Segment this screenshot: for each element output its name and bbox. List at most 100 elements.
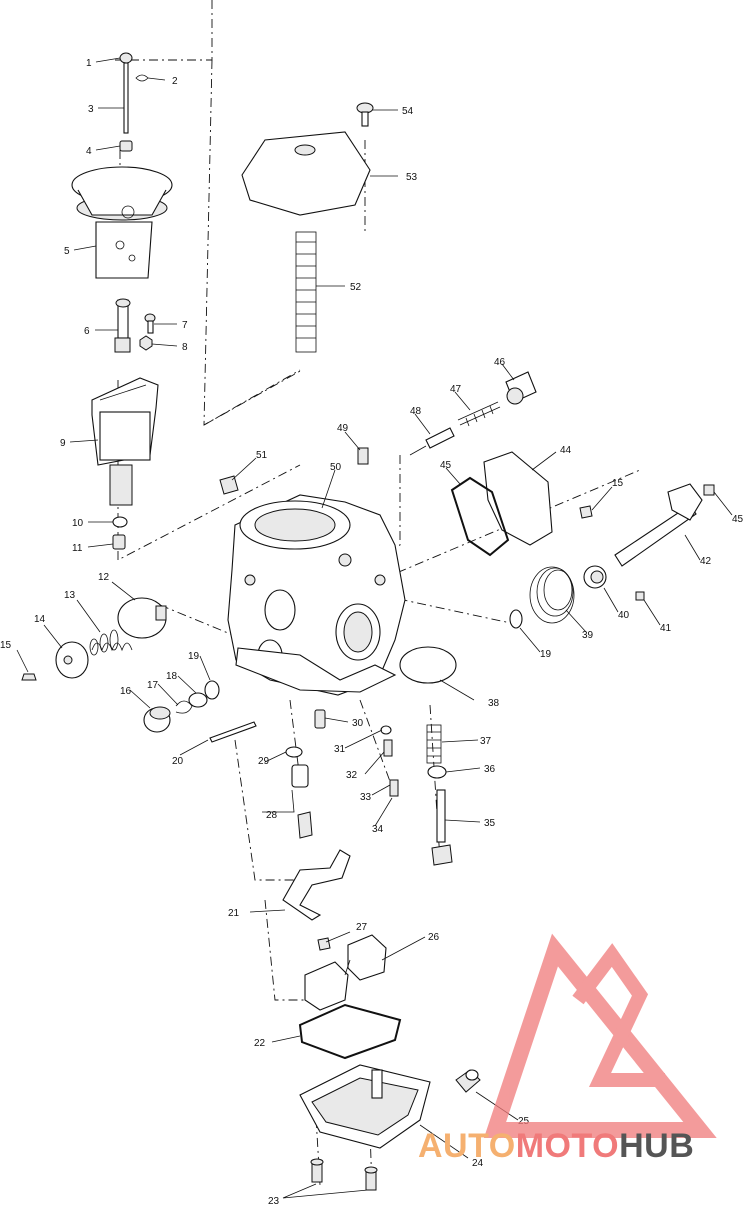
part-3-rod	[123, 62, 129, 134]
callout-24: 24	[472, 1158, 484, 1169]
callout-31: 31	[334, 744, 346, 755]
callout-33: 33	[360, 792, 372, 803]
callout-37: 37	[480, 736, 492, 747]
callout-2: 2	[172, 76, 178, 87]
part-1-cap	[119, 52, 133, 64]
part-41-screw	[635, 591, 645, 601]
callout-9: 9	[60, 438, 66, 449]
callout-25: 25	[518, 1116, 530, 1127]
part-40-bushing	[583, 565, 607, 589]
callout-39: 39	[582, 630, 594, 641]
part-51-plug	[219, 475, 239, 495]
callout-50: 50	[330, 462, 342, 473]
callout-10: 10	[72, 518, 84, 529]
callout-4: 4	[86, 146, 92, 157]
part-10-o-ring	[112, 516, 128, 528]
parts	[21, 52, 715, 1191]
callout-49: 49	[337, 423, 349, 434]
part-2-clip	[135, 74, 149, 82]
part-37-spring	[426, 724, 442, 764]
callout-35: 35	[484, 818, 496, 829]
callout-12: 12	[98, 572, 110, 583]
callout-48: 48	[410, 406, 422, 417]
callout-27: 27	[356, 922, 368, 933]
callout-38: 38	[488, 698, 500, 709]
part-24-float-bowl	[299, 1064, 431, 1149]
callout-47: 47	[450, 384, 462, 395]
callout-15-right: 15	[612, 478, 624, 489]
callout-30: 30	[352, 718, 364, 729]
callout-34: 34	[372, 824, 384, 835]
part-45-gasket	[450, 476, 510, 557]
part-4-washer	[119, 140, 133, 152]
callout-40: 40	[618, 610, 630, 621]
callout-45-left: 45	[440, 460, 452, 471]
callout-20: 20	[172, 756, 184, 767]
part-45-screw-right	[703, 484, 715, 496]
callout-14: 14	[34, 614, 46, 625]
callout-1: 1	[86, 58, 92, 69]
callout-23: 23	[268, 1196, 280, 1206]
part-25-drain-screw	[455, 1069, 481, 1093]
callout-53: 53	[406, 172, 418, 183]
part-5-diaphragm-slide	[71, 166, 173, 279]
callout-28: 28	[266, 810, 278, 821]
watermark-hub: HUB	[619, 1127, 694, 1165]
part-39-spring	[529, 566, 575, 624]
part-48-needle	[409, 427, 455, 456]
part-22-gasket	[298, 1003, 402, 1060]
part-49-jet	[357, 447, 369, 465]
part-9-slide-body	[91, 377, 159, 506]
callout-16: 16	[120, 686, 132, 697]
callout-19-left: 19	[188, 651, 200, 662]
callout-11: 11	[72, 543, 83, 554]
callout-6: 6	[84, 326, 90, 337]
part-36-washer	[427, 765, 447, 779]
callout-42: 42	[700, 556, 712, 567]
part-12-cover	[117, 597, 167, 639]
callout-26: 26	[428, 932, 440, 943]
part-13-spring	[91, 642, 133, 652]
callout-41: 41	[660, 623, 672, 634]
leader-lines	[16, 57, 733, 1199]
callout-13: 13	[64, 590, 76, 601]
part-38-diaphragm	[399, 646, 457, 684]
carburetor-body	[227, 494, 406, 696]
part-29-o-ring	[285, 746, 303, 758]
part-52-spring	[295, 231, 317, 353]
callout-8: 8	[182, 342, 188, 353]
callout-54: 54	[402, 106, 414, 117]
part-15-screw-right	[579, 505, 593, 519]
callout-45-right: 45	[732, 514, 744, 525]
part-30-jet	[314, 709, 326, 729]
watermark-moto: MOTO	[516, 1127, 619, 1165]
watermark-auto: AUTO	[418, 1127, 516, 1165]
watermark-text: AUTOMOTOHUB	[418, 1127, 694, 1165]
callout-7: 7	[182, 320, 188, 331]
callout-15-left: 15	[0, 640, 12, 651]
watermark-triangle-icon	[483, 933, 717, 1138]
part-20-pin	[209, 721, 257, 743]
part-47-spring	[457, 401, 501, 427]
callout-5: 5	[64, 246, 70, 257]
watermark-m-icon	[572, 943, 665, 1087]
part-18-washer	[188, 692, 208, 708]
part-27-screw	[317, 937, 331, 951]
part-16-plug	[143, 706, 171, 733]
callout-19-right: 19	[540, 649, 552, 660]
part-19-o-ring	[204, 680, 220, 700]
part-8-nut	[139, 335, 153, 351]
callout-51: 51	[256, 450, 268, 461]
callout-29: 29	[258, 756, 270, 767]
part-17-clip	[175, 700, 193, 714]
callout-3: 3	[88, 104, 94, 115]
part-15-screw	[21, 673, 37, 681]
callout-32: 32	[346, 770, 358, 781]
part-32-screw	[383, 739, 393, 757]
callout-46: 46	[494, 357, 506, 368]
part-23-screws	[310, 1158, 378, 1191]
callout-52: 52	[350, 282, 362, 293]
callout-18: 18	[166, 671, 178, 682]
part-54-screw	[356, 102, 374, 127]
